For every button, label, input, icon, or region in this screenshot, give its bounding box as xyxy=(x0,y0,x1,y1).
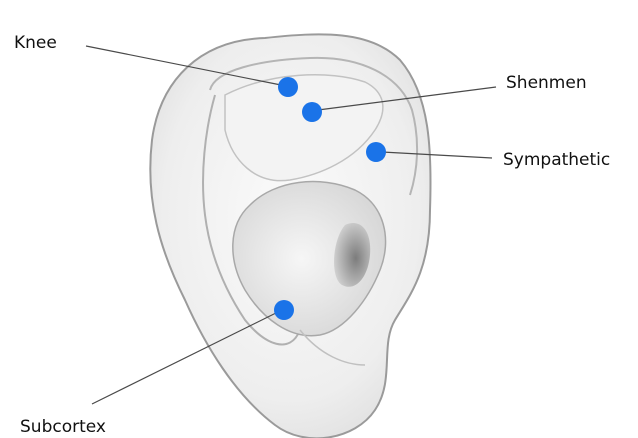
knee-point xyxy=(278,77,298,97)
sympathetic-label: Sympathetic xyxy=(503,150,610,170)
shenmen-point xyxy=(302,102,322,122)
subcortex-point xyxy=(274,300,294,320)
subcortex-label: Subcortex xyxy=(20,417,106,437)
shenmen-label: Shenmen xyxy=(506,73,587,93)
sympathetic-point xyxy=(366,142,386,162)
knee-label: Knee xyxy=(14,33,57,53)
